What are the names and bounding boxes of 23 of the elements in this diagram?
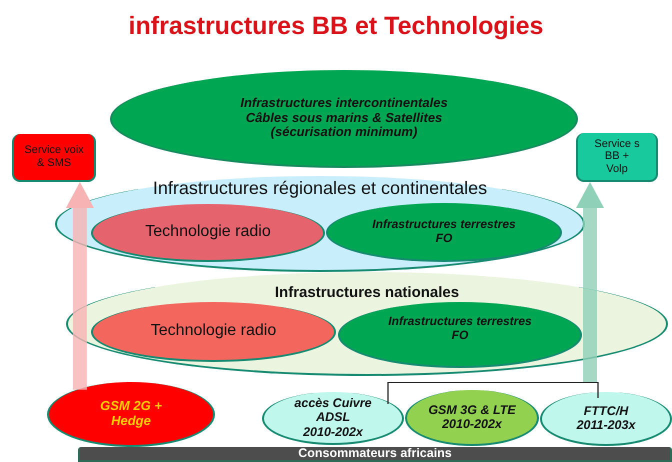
node-label: Service s BB + Volp bbox=[593, 138, 641, 176]
node-label: FTTC/H 2011-203x bbox=[576, 404, 637, 432]
arrow bbox=[576, 182, 604, 382]
node-label: Technologie radio bbox=[150, 322, 276, 340]
arrow bbox=[66, 182, 94, 390]
node-label: accès Cuivre ADSL 2010-202x bbox=[293, 396, 373, 440]
process-box bbox=[576, 133, 658, 182]
node-label: Service voix & SMS bbox=[24, 144, 84, 170]
process-box bbox=[12, 134, 96, 182]
title: infrastructures BB et Technologies bbox=[128, 12, 544, 41]
bracket-line bbox=[597, 382, 599, 398]
node-label: Infrastructures terrestres FO bbox=[371, 218, 517, 246]
layer-heading: Infrastructures nationales bbox=[274, 284, 460, 302]
layer-heading: Infrastructures régionales et continentales bbox=[152, 178, 488, 199]
title-bar bbox=[78, 447, 672, 462]
node-label: Infrastructures terrestres FO bbox=[387, 315, 533, 343]
bracket-bar bbox=[388, 382, 598, 385]
node-label: Infrastructures intercontinentales Câbles sous marins & Satellites (sécurisation minimum) bbox=[239, 96, 449, 140]
node-label: GSM 2G + Hedge bbox=[99, 398, 163, 428]
node-label: GSM 3G & LTE 2010-202x bbox=[427, 402, 517, 432]
node-label: Consommateurs africains bbox=[298, 448, 452, 459]
bracket-line bbox=[387, 382, 389, 404]
node-label: Technologie radio bbox=[145, 222, 271, 242]
